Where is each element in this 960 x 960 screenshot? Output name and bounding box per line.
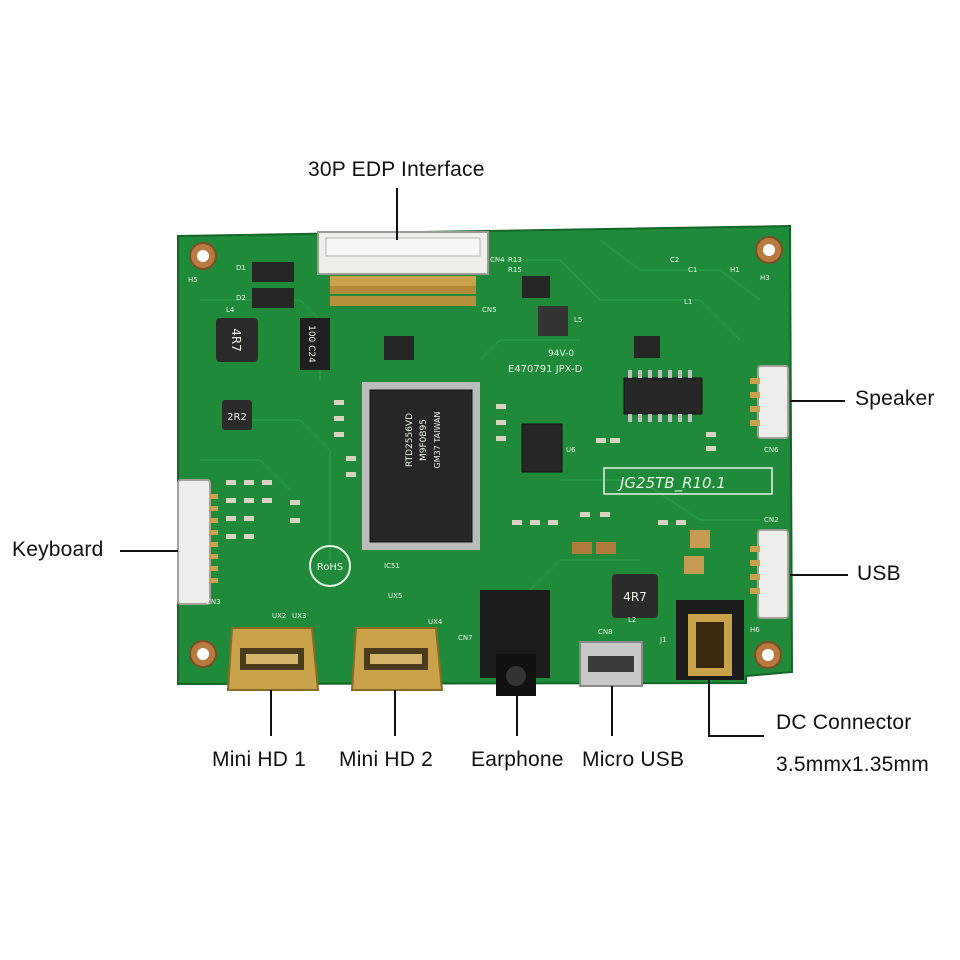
designator-j1: J1 [659,636,667,644]
designator-h6: H6 [750,626,760,634]
ul-code: E470791 JPX-D [508,364,583,375]
label-usb: USB [857,562,901,585]
inductor-2r2: 2R2 [222,400,252,430]
scaler-chip: RTD2556VD M9F0B95 GM37 TAIWAN [362,382,480,550]
designator-r15: R15 [508,266,522,274]
designator-c1: C1 [688,266,697,274]
designator-cn4: CN4 [490,256,505,264]
designator-l4: L4 [226,306,235,314]
designator-ux4: UX4 [428,618,443,626]
mounting-holes [189,236,783,669]
silkscreen-text: JG25TB_R10.1 RoHS 94V-0 E470791 JPX-D CN… [188,256,779,644]
leader-dc-vertical [708,680,710,736]
designator-d1: D1 [236,264,246,272]
label-speaker: Speaker [855,387,935,410]
designator-h1: H1 [730,266,740,274]
designator-ux2: UX2 [272,612,286,620]
mini-hd-2-connector [350,627,444,691]
speaker-connector [750,365,789,439]
designator-cn3: CN3 [206,598,221,606]
leader-keyboard [120,550,178,552]
leader-speaker [790,400,845,402]
regulator-u6 [521,423,563,473]
pcb-traces [200,239,761,601]
label-earphone: Earphone [471,748,564,771]
designator-cn6: CN6 [764,446,779,454]
inductor-4r7-left: 4R7 [216,318,258,362]
label-micro-usb: Micro USB [582,748,685,771]
small-ic-c [634,336,660,358]
leader-earphone [516,696,518,736]
leader-dc-horizontal [708,735,764,737]
chip-label-3: GM37 TAIWAN [433,412,442,469]
designator-h3: H3 [760,274,770,282]
dc-connector [676,600,744,680]
label-dc-connector: DC Connector [776,711,912,734]
designator-d2: D2 [236,294,246,302]
label-keyboard: Keyboard [12,538,104,561]
designator-cn5: CN5 [482,306,497,314]
leader-mini-hd-2 [394,690,396,736]
leader-mini-hd-1 [270,690,272,736]
designator-l2: L2 [628,616,636,624]
designator-l1: L1 [684,298,692,306]
model-label: JG25TB_R10.1 [617,474,726,493]
designator-r13: R13 [508,256,522,264]
diode-d2 [252,288,294,308]
small-ic-b [384,336,414,360]
chip-label-1: RTD2556VD [405,413,415,467]
micro-usb-connector [579,641,643,687]
svg-text:4R7: 4R7 [623,590,647,604]
designator-ux3: UX3 [292,612,306,620]
designator-u6: U6 [566,446,576,454]
regulator-2r2-top [538,306,568,336]
designator-cn7: CN7 [458,634,473,642]
label-dc-size: 3.5mmx1.35mm [776,753,929,776]
keyboard-connector [177,479,218,605]
audio-amp-chip [623,377,703,415]
designator-h5: H5 [188,276,198,284]
edp-pins [330,286,476,294]
usb-connector [750,529,789,619]
rohs-label: RoHS [317,562,343,573]
chip-label-2: M9F0B95 [419,419,429,461]
leader-micro-usb [611,686,613,736]
designator-ic51: IC51 [384,562,400,570]
leader-edp [396,188,398,240]
designator-cn8: CN8 [598,628,613,636]
inductor-4r7-right: 4R7 [612,574,658,618]
mini-hd-1-connector [226,627,320,691]
rohs-badge [309,545,351,587]
label-mini-hd-1: Mini HD 1 [212,748,306,771]
leader-usb [790,574,848,576]
designator-l5: L5 [574,316,582,324]
designator-cn2: CN2 [764,516,779,524]
edp-connector [317,231,489,306]
label-edp-interface: 30P EDP Interface [308,158,485,181]
ul-mark: 94V-0 [548,349,574,359]
audio-amp-pins [628,370,692,422]
svg-text:2R2: 2R2 [227,412,247,423]
smd-components [226,400,716,574]
designator-c2: C2 [670,256,679,264]
capacitor-c24: 100 C24 [300,318,330,370]
svg-text:100 C24: 100 C24 [306,325,316,363]
label-mini-hd-2: Mini HD 2 [339,748,433,771]
designator-ux5: UX5 [388,592,402,600]
svg-text:4R7: 4R7 [229,328,243,352]
small-ic-a [522,276,550,298]
earphone-jack [480,590,550,696]
diode-d1 [252,262,294,282]
